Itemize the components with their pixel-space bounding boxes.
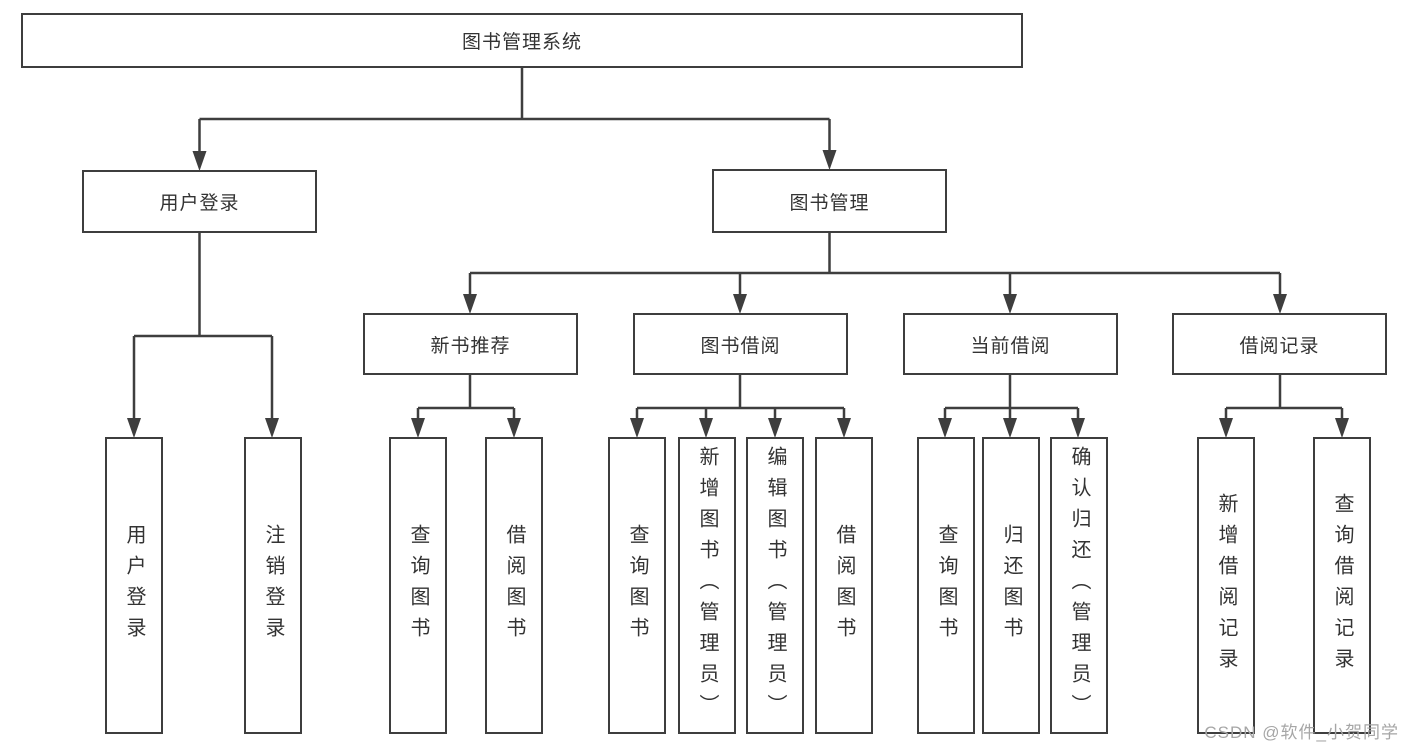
connector-userlogin-to-leaves: [127, 233, 279, 438]
connector-root-to-level2: [192, 68, 837, 171]
node-new-book-recommend: 新书推荐: [363, 313, 578, 375]
connector-newbook-to-leaves: [411, 375, 521, 438]
leaf-user-login: 用户登录: [105, 437, 163, 734]
leaf-confirm-return-admin: 确认归还（管理员）: [1050, 437, 1108, 734]
connector-bookmgmt-to-level3: [463, 233, 1287, 314]
node-current-borrow: 当前借阅: [903, 313, 1118, 375]
leaf-recommend-borrow-book: 借阅图书: [485, 437, 543, 734]
leaf-borrow-book: 借阅图书: [815, 437, 873, 734]
leaf-add-borrow-record: 新增借阅记录: [1197, 437, 1255, 734]
node-borrow-record: 借阅记录: [1172, 313, 1387, 375]
node-book-management-branch: 图书管理: [712, 169, 947, 233]
connector-bookborrow-to-leaves: [630, 375, 851, 438]
csdn-watermark: CSDN @软件_小贺同学: [1204, 723, 1399, 742]
leaf-edit-book-admin: 编辑图书（管理员）: [746, 437, 804, 734]
node-user-login-branch: 用户登录: [82, 170, 317, 233]
leaf-add-book-admin: 新增图书（管理员）: [678, 437, 736, 734]
leaf-recommend-query-book: 查询图书: [389, 437, 447, 734]
connector-currentborrow-to-leaves: [938, 375, 1085, 438]
leaf-query-borrow-record: 查询借阅记录: [1313, 437, 1371, 734]
leaf-return-book: 归还图书: [982, 437, 1040, 734]
leaf-current-query-book: 查询图书: [917, 437, 975, 734]
node-library-management-system: 图书管理系统: [21, 13, 1023, 68]
connector-borrowrecord-to-leaves: [1219, 375, 1349, 438]
node-book-borrow: 图书借阅: [633, 313, 848, 375]
leaf-borrow-query-book: 查询图书: [608, 437, 666, 734]
leaf-logout: 注销登录: [244, 437, 302, 734]
